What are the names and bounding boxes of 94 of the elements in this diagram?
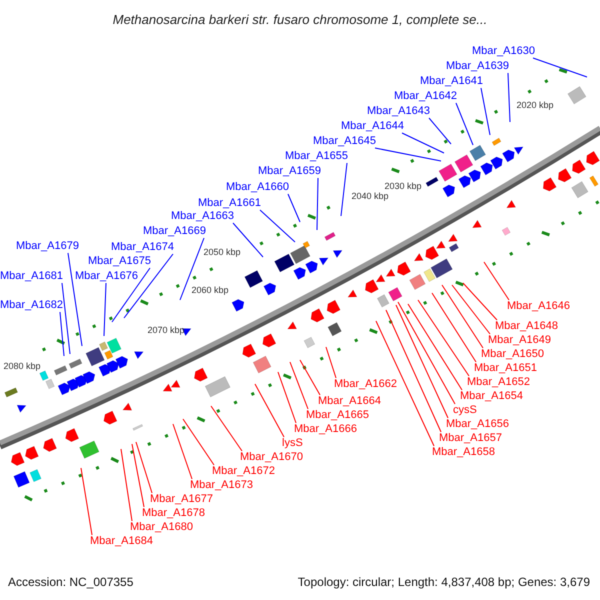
leader-line: [508, 72, 510, 122]
leader-line: [452, 284, 490, 334]
gene-label: Mbar_A1644: [341, 120, 404, 133]
gene-label: Mbar_A1642: [394, 90, 457, 103]
leader-line: [62, 282, 70, 354]
leader-line: [408, 304, 462, 390]
gene-label: Mbar_A1648: [495, 320, 558, 333]
gene-label: Mbar_A1643: [367, 105, 430, 118]
scale-tick-label: 2080 kbp: [3, 361, 41, 371]
leader-line: [316, 178, 318, 230]
gene-label: Mbar_A1657: [439, 432, 502, 445]
leader-line: [172, 424, 192, 480]
gene-label: Mbar_A1679: [16, 240, 79, 253]
gene-label: Mbar_A1680: [130, 521, 193, 534]
gene-label: Mbar_A1659: [258, 165, 321, 178]
gene-label: Mbar_A1654: [460, 390, 523, 403]
gene-label: Mbar_A1676: [75, 270, 138, 283]
gene-label: Mbar_A1656: [446, 418, 509, 431]
gene-label: Mbar_A1630: [472, 45, 535, 58]
gene-label: Mbar_A1664: [318, 395, 381, 408]
gene-label: Mbar_A1655: [285, 150, 348, 163]
map-title: Methanosarcina barkeri str. fusaro chromosome 1, complete se...: [112, 11, 488, 29]
leader-line: [210, 406, 242, 452]
gene-label: Mbar_A1652: [467, 376, 530, 389]
leader-line: [396, 304, 448, 418]
gene-label: Mbar_A1669: [143, 225, 206, 238]
leader-line: [326, 346, 336, 378]
leader-line: [180, 238, 204, 300]
gene-label: Mbar_A1666: [294, 423, 357, 436]
gene-label: Mbar_A1678: [142, 507, 205, 520]
leader-line: [340, 162, 348, 216]
leader-line: [120, 448, 132, 522]
gene-label: Mbar_A1662: [334, 378, 397, 391]
gene-label: Mbar_A1649: [488, 334, 551, 347]
leader-line: [484, 262, 510, 300]
gene-label: Mbar_A1641: [420, 75, 483, 88]
gene-label: cysS: [453, 404, 477, 417]
gene-label: Mbar_A1661: [198, 197, 261, 210]
leader-line: [124, 254, 174, 318]
gene-label: Mbar_A1663: [171, 210, 234, 223]
leader-line: [402, 132, 444, 154]
leader-line: [232, 222, 264, 258]
leader-line: [432, 292, 476, 362]
leader-line: [428, 118, 452, 144]
gene-label: Mbar_A1658: [432, 446, 495, 459]
gene-label: Mbar_A1650: [481, 348, 544, 361]
leader-line: [60, 312, 64, 356]
leader-line: [374, 148, 442, 162]
gene-label: Mbar_A1681: [0, 270, 63, 283]
leader-line: [442, 284, 484, 348]
gene-label: lysS: [282, 437, 303, 450]
gene-label: Mbar_A1682: [0, 299, 63, 312]
gene-label: Mbar_A1672: [212, 465, 275, 478]
gene-label: Mbar_A1675: [88, 255, 151, 268]
leader-line: [104, 282, 106, 336]
leader-line: [532, 58, 588, 78]
scale-tick-label: 2070 kbp: [147, 325, 185, 335]
scale-tick-label: 2050 kbp: [203, 247, 241, 257]
leader-line: [278, 372, 296, 424]
leader-line: [260, 210, 296, 242]
leader-line: [182, 418, 214, 466]
footer-note: Topology: circular; Length: 4,837,408 bp; Genes: 3,679: [298, 575, 590, 589]
leader-line: [480, 88, 490, 136]
leader-line: [462, 282, 498, 320]
leader-line: [376, 320, 434, 446]
scale-tick-label: 2030 kbp: [384, 181, 422, 191]
gene-label: Mbar_A1639: [446, 60, 509, 73]
gene-label: Mbar_A1660: [226, 181, 289, 194]
leader-line: [80, 468, 92, 536]
leader-line: [136, 442, 152, 494]
scale-tick-label: 2060 kbp: [191, 285, 229, 295]
footer-note: Accession: NC_007355: [8, 575, 134, 589]
scale-tick-label: 2020 kbp: [516, 100, 554, 110]
leader-line: [132, 444, 144, 508]
leader-line: [418, 300, 470, 376]
gene-label: Mbar_A1665: [306, 409, 369, 422]
leader-line: [398, 302, 456, 404]
leader-line: [254, 384, 284, 438]
gene-label: Mbar_A1645: [313, 135, 376, 148]
gene-label: Mbar_A1670: [240, 451, 303, 464]
scale-tick-label: 2040 kbp: [351, 191, 389, 201]
gene-label: Mbar_A1677: [150, 493, 213, 506]
gene-label: Mbar_A1674: [111, 241, 174, 254]
gene-label: Mbar_A1684: [90, 535, 153, 548]
leader-line: [112, 268, 150, 322]
leader-line: [386, 310, 442, 432]
leader-line: [456, 102, 474, 146]
leader-line: [300, 360, 320, 396]
leader-line: [68, 252, 82, 346]
leader-line: [288, 194, 300, 222]
gene-label: Mbar_A1651: [474, 362, 537, 375]
leader-line: [290, 362, 308, 410]
gene-label: Mbar_A1673: [190, 479, 253, 492]
gene-label: Mbar_A1646: [507, 300, 570, 313]
